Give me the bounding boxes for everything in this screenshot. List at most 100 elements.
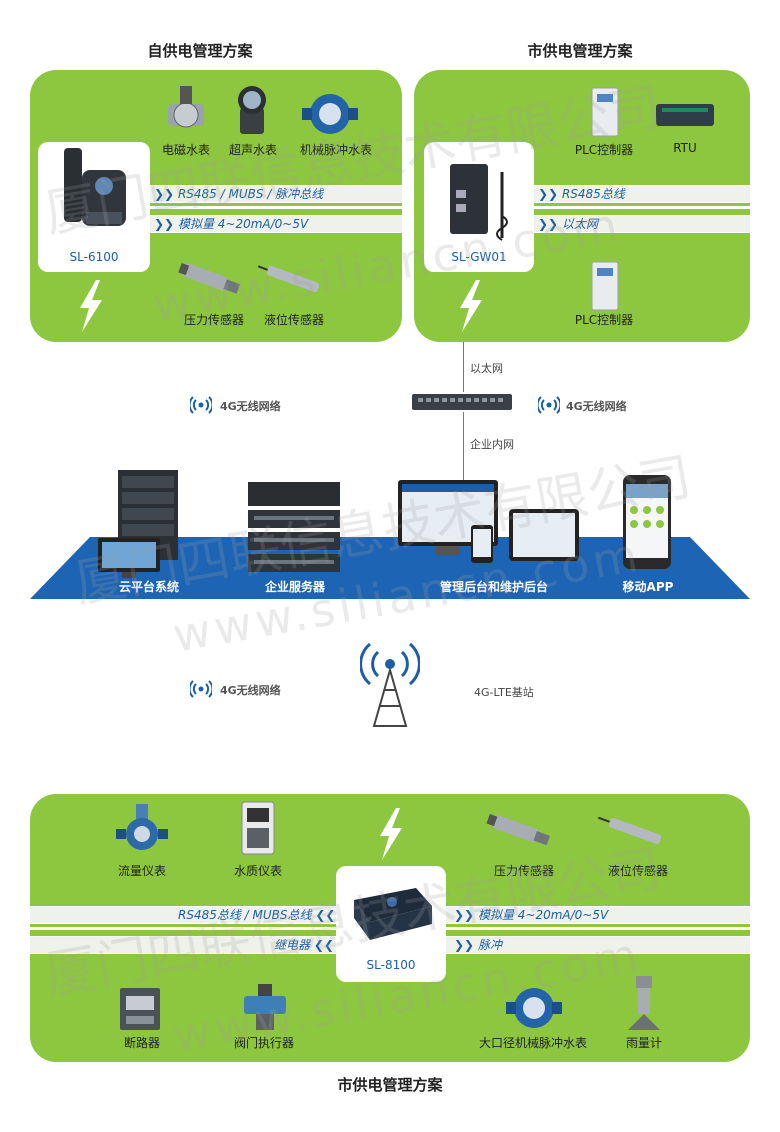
- bus2-text: 模拟量 4~20mA/0~5V: [177, 217, 309, 231]
- bottom-bus-left2: 继电器 ❮❮: [274, 937, 334, 953]
- top-left-bus2-band: [150, 215, 402, 233]
- base-station-label: 4G-LTE基站: [474, 686, 534, 699]
- platform-label-admin: 管理后台和维护后台: [439, 580, 548, 594]
- rtu-label: RTU: [673, 141, 697, 155]
- phone-icon: [471, 525, 493, 563]
- plc-label-top: PLC控制器: [574, 143, 634, 157]
- bottom-bus-right2: ❯❯ 脉冲: [454, 937, 502, 953]
- sl6100-device-card: SL-6100: [38, 142, 150, 272]
- bottom-title: 市供电管理方案: [337, 1076, 443, 1094]
- bus-left1-text: RS485总线 / MUBS总线: [178, 908, 312, 922]
- top-right-bus2-band: [534, 215, 750, 233]
- electromagnetic-meter-icon: [168, 86, 204, 128]
- lightning-icon: [380, 808, 402, 860]
- platform-label-server: 企业服务器: [264, 580, 325, 594]
- ethernet-line: [463, 342, 464, 392]
- top-left-divider: [150, 206, 402, 209]
- sl6100-name: SL-6100: [69, 250, 119, 264]
- bottom-bus-right1: ❯❯ 模拟量 4~20mA/0~5V: [454, 907, 608, 923]
- wireless-label-left: 4G无线网络: [220, 400, 281, 413]
- water-quality-label: 水质仪表: [233, 864, 282, 878]
- top-left-title: 自供电管理方案: [147, 42, 253, 60]
- chevron-right-icon: ❯❯: [454, 938, 475, 952]
- bus1-text: RS485 / MUBS / 脉冲总线: [177, 187, 324, 201]
- chevron-right-icon: ❯❯: [538, 217, 559, 231]
- chevron-left-icon: ❮❮: [313, 938, 334, 952]
- large-meter-label: 大口径机械脉冲水表: [478, 1036, 587, 1050]
- bottom-level-label: 液位传感器: [607, 864, 668, 878]
- lightning-icon: [460, 280, 482, 332]
- lightning-icon: [80, 280, 102, 332]
- wifi-icon: [190, 680, 212, 698]
- rtu-icon: [656, 104, 714, 126]
- platform-label-app: 移动APP: [622, 580, 674, 594]
- top-right-bus1-label: ❯❯ RS485总线: [538, 186, 625, 202]
- bottom-panel: 流量仪表 水质仪表 压力传感器 液位传感器 RS485总线 / MUBS总线 ❮…: [30, 794, 750, 1062]
- top-right-title: 市供电管理方案: [527, 42, 633, 60]
- plc-label-bottom: PLC控制器: [574, 313, 634, 327]
- bus-left2-text: 继电器: [274, 938, 311, 952]
- top-left-bus2-label: ❯❯ 模拟量 4~20mA/0~5V: [154, 216, 308, 232]
- enterprise-server-icon: [248, 482, 340, 572]
- bottom-bus-left1: RS485总线 / MUBS总线 ❮❮: [178, 907, 335, 923]
- chevron-right-icon: ❯❯: [454, 908, 475, 922]
- rain-gauge-label: 雨量计: [625, 1036, 662, 1050]
- sensor-label-mech: 机械脉冲水表: [299, 143, 372, 157]
- wifi-icon: [190, 396, 212, 414]
- wireless-label-bottom: 4G无线网络: [220, 684, 281, 697]
- top-right-bus2-label: ❯❯ 以太网: [538, 216, 598, 232]
- level-sensor-icon: [257, 265, 320, 293]
- sensor-label-pressure: 压力传感器: [183, 313, 244, 327]
- sl8100-device-card: SL-8100: [336, 866, 446, 982]
- top-right-divider: [534, 206, 750, 209]
- ultrasonic-meter-icon: [238, 86, 266, 134]
- valve-actuator-icon: [244, 984, 286, 1030]
- large-pulse-meter-icon: [506, 988, 562, 1028]
- breaker-label: 断路器: [123, 1036, 160, 1050]
- plc-controller-icon: [591, 87, 619, 137]
- bus-right2-text: 脉冲: [477, 938, 502, 952]
- rs485-text: RS485总线: [561, 187, 625, 201]
- sl8100-device-icon: [354, 888, 432, 940]
- chevron-right-icon: ❯❯: [538, 187, 559, 201]
- chevron-right-icon: ❯❯: [154, 217, 175, 231]
- wireless-label-right: 4G无线网络: [566, 400, 627, 413]
- sensor-label-em: 电磁水表: [161, 143, 210, 157]
- plc-controller-icon: [591, 261, 619, 311]
- intranet-line: [463, 412, 464, 480]
- top-left-bus1-band: [150, 185, 402, 203]
- rain-gauge-icon: [628, 976, 660, 1030]
- platform-label-cloud: 云平台系统: [118, 580, 179, 594]
- flow-meter-icon: [116, 804, 168, 850]
- valve-label: 阀门执行器: [233, 1036, 294, 1050]
- pressure-sensor-icon: [178, 263, 240, 294]
- monitor-icon: [98, 538, 160, 578]
- chevron-left-icon: ❮❮: [315, 908, 336, 922]
- top-right-bus1-band: [534, 185, 750, 203]
- top-right-panel: PLC控制器 RTU SL-GW01 ❯❯ RS485总线 ❯❯ 以太网 PLC…: [414, 70, 750, 342]
- water-quality-meter-icon: [241, 801, 275, 855]
- flow-meter-label: 流量仪表: [117, 864, 166, 878]
- pressure-sensor-icon: [486, 813, 551, 846]
- intranet-label: 企业内网: [470, 438, 514, 451]
- chevron-right-icon: ❯❯: [154, 187, 175, 201]
- top-left-panel: 电磁水表 超声水表 机械脉冲水表 SL-6100 ❯❯ RS485 / MUBS…: [30, 70, 402, 342]
- mechanical-pulse-meter-icon: [302, 94, 358, 134]
- level-sensor-icon: [598, 816, 662, 845]
- slgw01-device-icon: [450, 164, 508, 241]
- sensor-label-level: 液位传感器: [263, 313, 324, 327]
- circuit-breaker-icon: [120, 988, 160, 1030]
- cell-tower-icon: [360, 642, 420, 727]
- tablet-icon: [509, 509, 579, 561]
- bus-right1-text: 模拟量 4~20mA/0~5V: [477, 908, 609, 922]
- sensor-label-us: 超声水表: [228, 143, 277, 157]
- ethernet-label: 以太网: [470, 362, 503, 375]
- mobile-app-icon: [623, 475, 671, 569]
- slgw01-device-card: SL-GW01: [424, 142, 534, 272]
- network-switch-icon: [412, 394, 512, 410]
- top-left-bus1-label: ❯❯ RS485 / MUBS / 脉冲总线: [154, 186, 323, 202]
- slgw01-name: SL-GW01: [451, 250, 507, 264]
- ethernet-text: 以太网: [561, 217, 598, 231]
- wifi-icon: [538, 396, 560, 414]
- bottom-pressure-label: 压力传感器: [493, 864, 554, 878]
